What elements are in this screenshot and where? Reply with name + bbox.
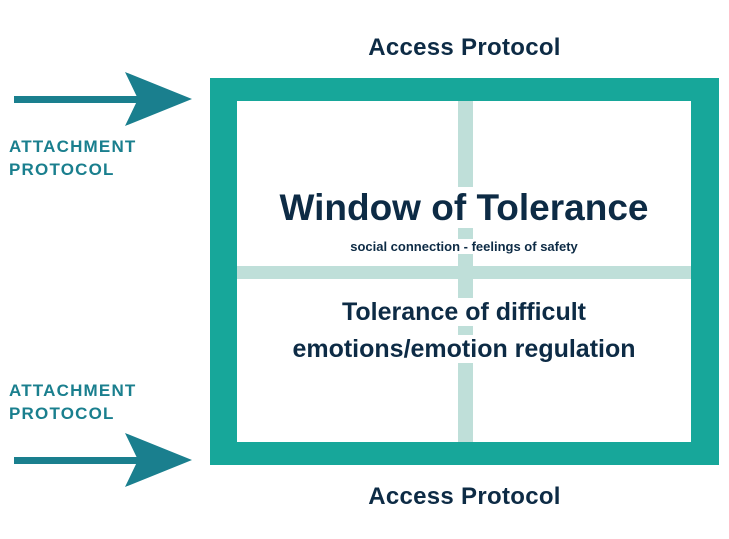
attachment-protocol-label-bottom: ATTACHMENT PROTOCOL [9, 379, 137, 425]
window-title: Window of Tolerance [237, 184, 691, 232]
window-title-text: Window of Tolerance [275, 187, 653, 228]
top-access-protocol-label: Access Protocol [368, 34, 561, 61]
window-subtitle: social connection - feelings of safety [237, 238, 691, 256]
arrow-top-icon [14, 72, 192, 126]
attachment-protocol-label-top-line2: PROTOCOL [9, 160, 115, 179]
attachment-protocol-label-top-line1: ATTACHMENT [9, 137, 137, 156]
window-body-line-2: emotions/emotion regulation [237, 331, 691, 368]
window-body-line-1: Tolerance of difficult [237, 294, 691, 331]
window-body: Tolerance of difficult emotions/emotion … [237, 294, 691, 368]
attachment-protocol-label-bottom-line2: PROTOCOL [9, 404, 115, 423]
attachment-protocol-label-top: ATTACHMENT PROTOCOL [9, 135, 137, 181]
window-subtitle-text: social connection - feelings of safety [346, 239, 582, 254]
bottom-access-protocol-label: Access Protocol [368, 483, 561, 510]
window-mullion-horizontal [237, 266, 691, 279]
arrow-bottom-icon [14, 433, 192, 487]
attachment-protocol-label-bottom-line1: ATTACHMENT [9, 381, 137, 400]
